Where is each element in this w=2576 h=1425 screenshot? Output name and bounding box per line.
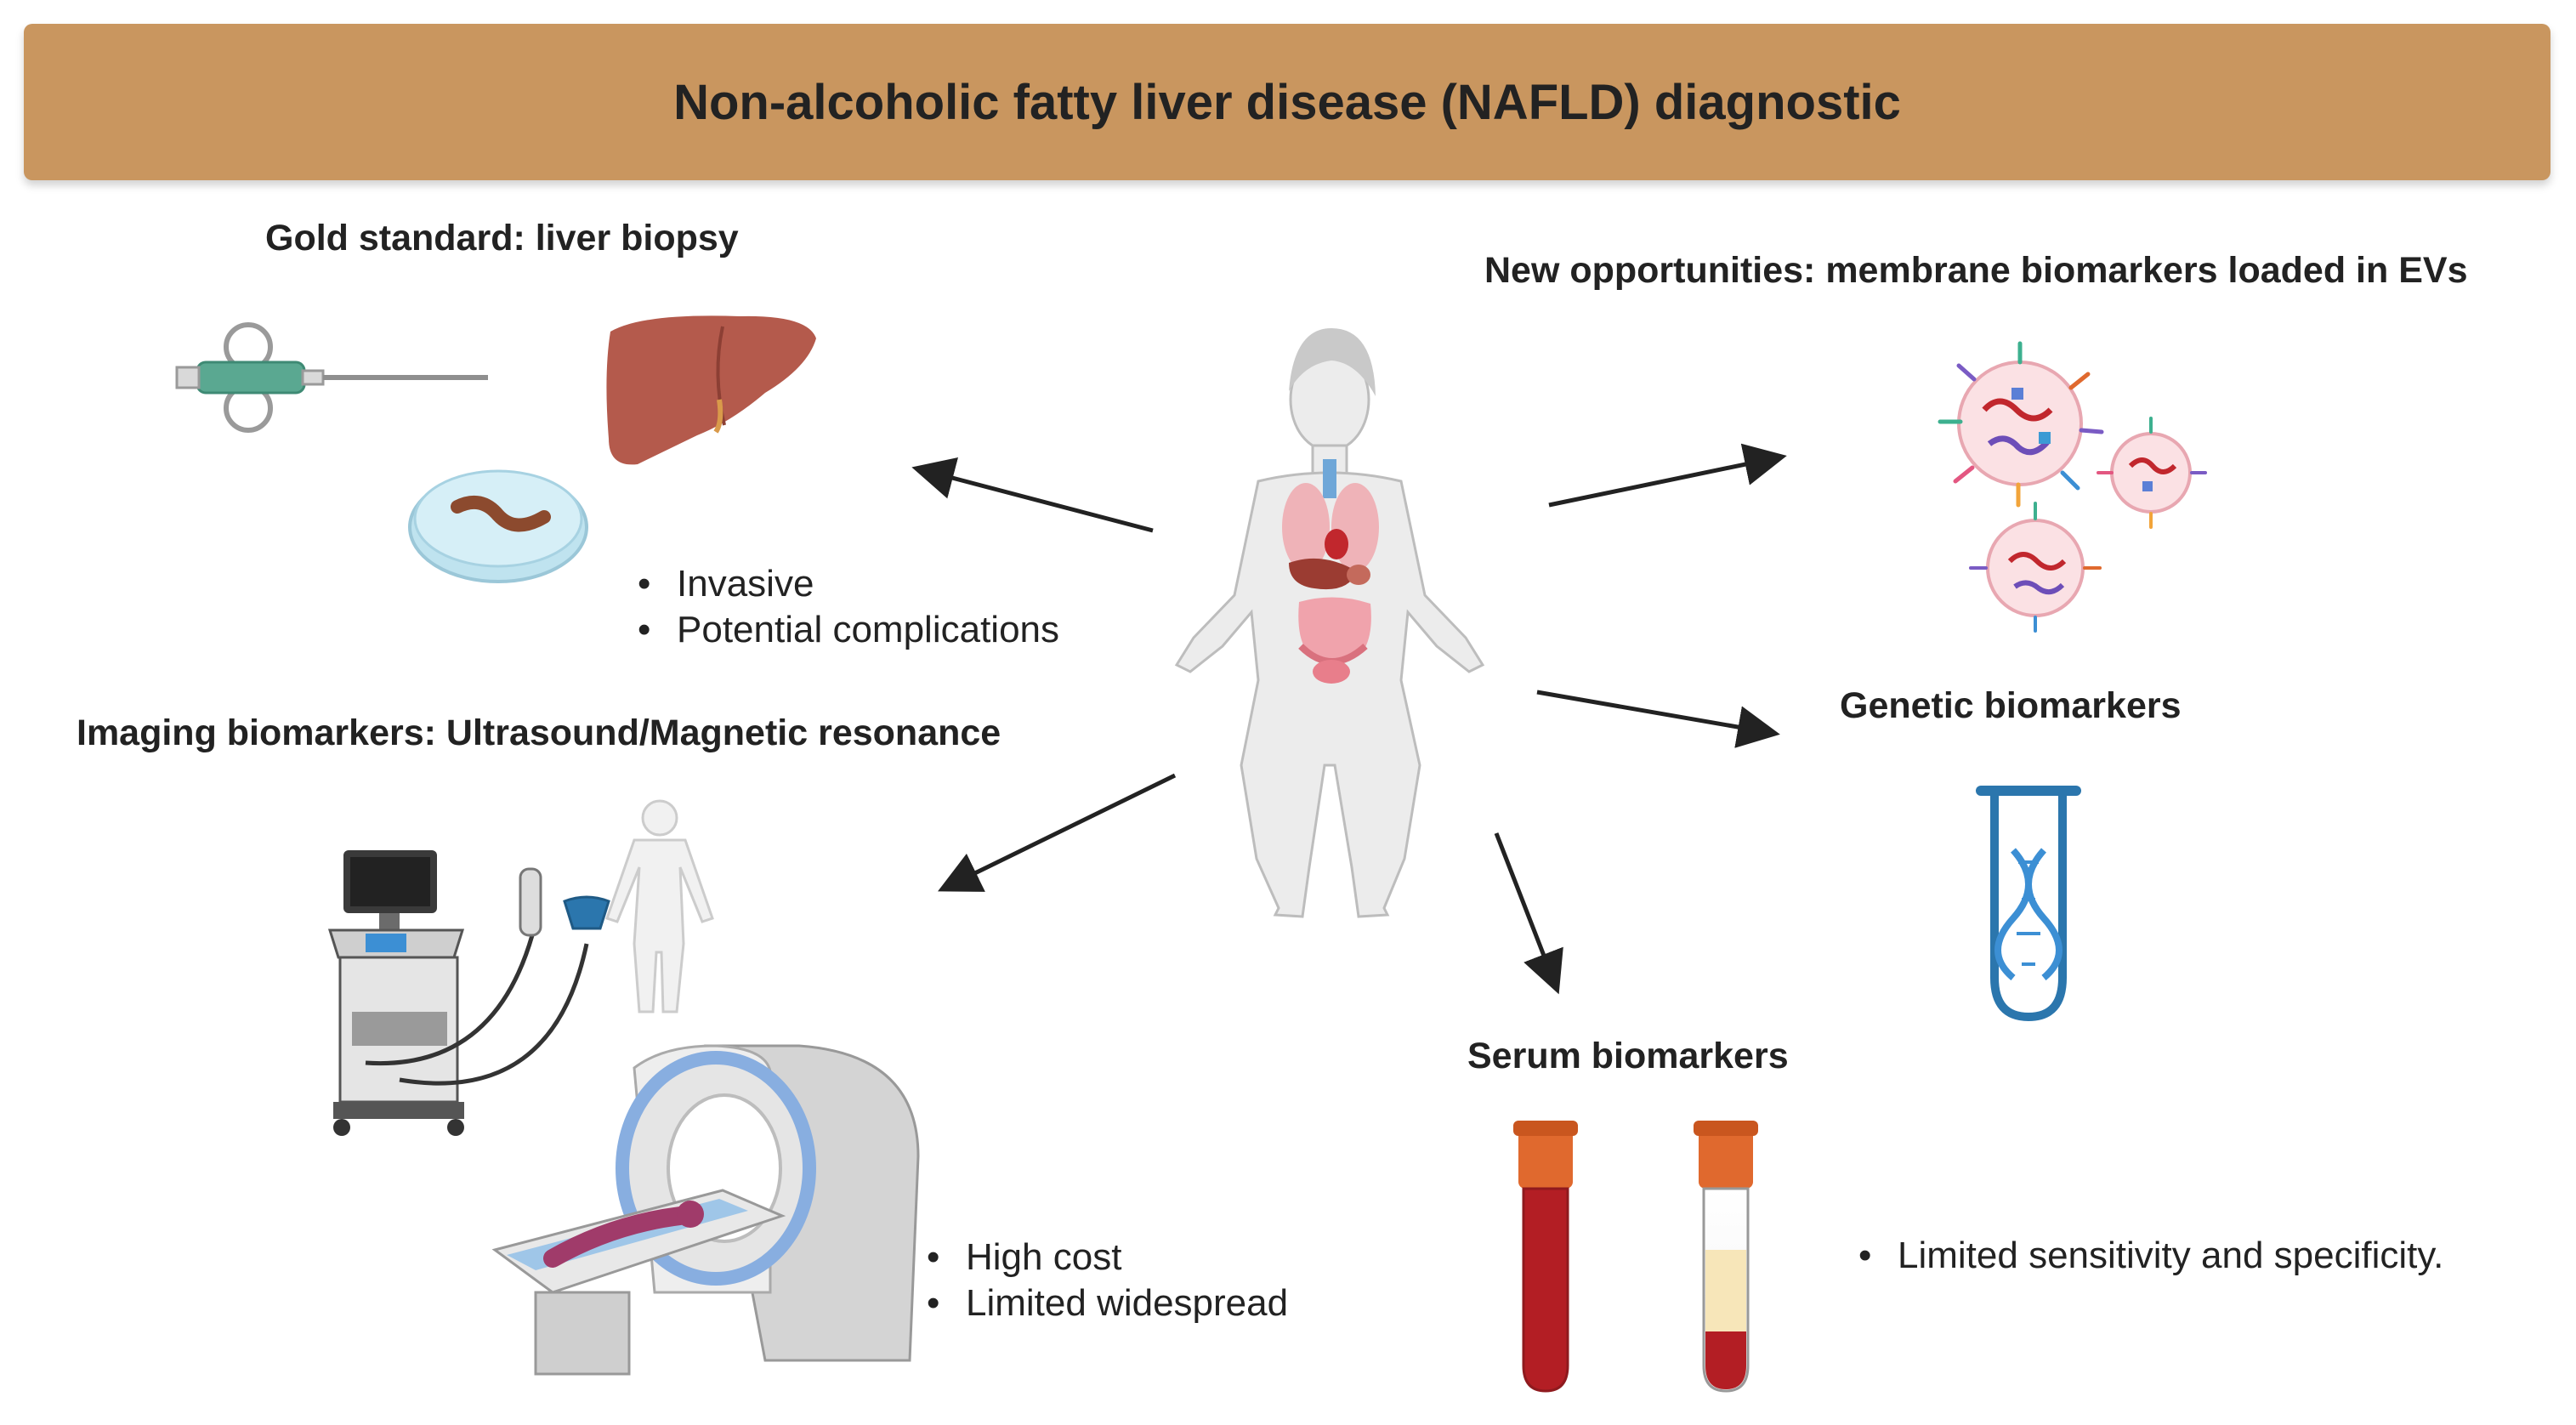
body-silhouette-icon [605, 799, 714, 1013]
arrow-to-genetic [1536, 690, 1780, 748]
dna-test-tube-icon [1976, 786, 2081, 1022]
extracellular-vesicle-icon [1938, 341, 2207, 633]
mri-scanner-icon [491, 1044, 920, 1376]
blood-tube-icon [1513, 1121, 1578, 1393]
page-title: Non-alcoholic fatty liver disease (NAFLD… [673, 74, 1901, 130]
arrow-to-biopsy [911, 457, 1154, 533]
petri-dish-icon [408, 469, 588, 583]
serum-bullets: Limited sensitivity and specificity. [1853, 1233, 2443, 1279]
bullet-item: High cost [922, 1235, 1288, 1280]
female-anatomy-icon [1174, 328, 1485, 918]
serum-heading: Serum biomarkers [1467, 1036, 1789, 1076]
bullet-item: Potential complications [633, 607, 1059, 653]
serum-tube-icon [1694, 1121, 1758, 1393]
bullet-item: Limited sensitivity and specificity. [1853, 1233, 2443, 1279]
bullet-item: Invasive [633, 561, 1059, 607]
biopsy-needle-icon [175, 322, 488, 433]
arrows [911, 443, 1787, 995]
imaging-bullets: High cost Limited widespread [922, 1235, 1288, 1326]
title-banner: Non-alcoholic fatty liver disease (NAFLD… [24, 24, 2550, 180]
bullet-item: Limited widespread [922, 1280, 1288, 1326]
arrow-to-evs [1548, 443, 1787, 508]
arrow-to-serum [1494, 832, 1563, 995]
imaging-heading: Imaging biomarkers: Ultrasound/Magnetic … [77, 712, 1001, 753]
gold-standard-heading: Gold standard: liver biopsy [265, 218, 739, 258]
liver-icon [606, 315, 816, 465]
genetic-heading: Genetic biomarkers [1840, 685, 2182, 726]
arrow-to-imaging [938, 773, 1177, 892]
new-opportunities-heading: New opportunities: membrane biomarkers l… [1484, 250, 2468, 291]
gold-standard-bullets: Invasive Potential complications [633, 561, 1059, 653]
ultrasound-machine-icon [327, 850, 610, 1136]
